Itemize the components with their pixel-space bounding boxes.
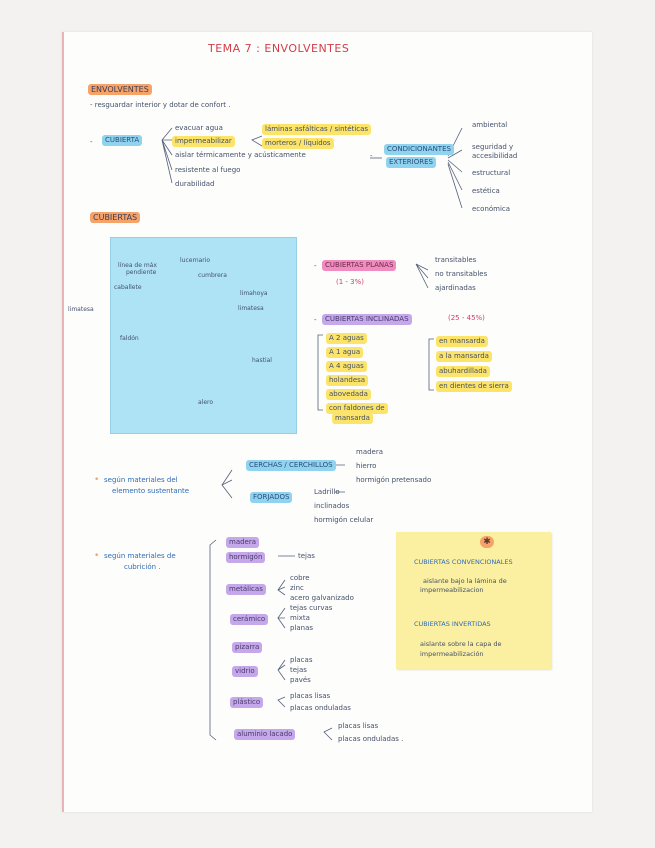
function-impermeabilizar: impermeabilizar [172,136,235,147]
req-ambiental: ambiental [472,121,507,130]
cubricion-metalicas: metálicas [226,584,266,595]
label-caballete: caballete [114,283,142,292]
label-cumbrera: cumbrera [198,271,227,280]
metalicas-zinc: zinc [290,584,304,593]
vidrio-placas: placas [290,656,312,665]
cerchas-madera: madera [356,448,383,457]
sticky-invertidas: CUBIERTAS INVERTIDAS [414,620,491,629]
req-economica: económica [472,205,510,214]
label-linea-max-1: línea de máx [118,262,157,269]
inclinada-a-la-mansarda: a la mansarda [436,351,492,362]
sticky-invertidas-desc-2: impermeabilización [420,650,484,659]
plastico-lisas: placas lisas [290,692,330,701]
forjados-celular: hormigón celular [314,516,373,525]
cubricion-plastico: plástico [230,697,263,708]
cerchas-hierro: hierro [356,462,376,471]
metalicas-cobre: cobre [290,574,310,583]
function-fuego: resistente al fuego [175,166,240,175]
inclinadas-label: CUBIERTAS INCLINADAS [322,314,412,325]
req-seguridad: seguridad y [472,143,513,152]
cubricion-madera: madera [226,537,259,548]
label-limahoya: limahoya [240,289,268,298]
imper-laminas: láminas asfálticas / sintéticas [262,124,371,135]
envolventes-description: - resguardar interior y dotar de confort… [90,101,230,110]
metalicas-acero: acero galvanizado [290,594,354,603]
sticky-invertidas-desc-1: aislante sobre la capa de [420,640,502,649]
page-title: TEMA 7 : ENVOLVENTES [208,42,349,55]
label-linea-max-2: pendiente [126,269,156,276]
inclinadas-range: (25 - 45%) [448,314,485,323]
vidrio-tejas: tejas [290,666,307,675]
inclinada-abuhardillada: abuhardillada [436,366,490,377]
condicionantes-label-1: CONDICIONANTES [384,144,454,155]
cubierta-label: CUBIERTA [102,135,142,146]
function-durabilidad: durabilidad [175,180,215,189]
label-lucernario: lucernario [180,256,210,265]
function-evacuar: evacuar agua [175,124,223,133]
inclinada-1-agua: A 1 agua [326,347,363,358]
ceramico-curvas: tejas curvas [290,604,332,613]
cubricion-ceramico: cerámico [230,614,268,625]
star-icon: ✱ [480,536,494,548]
inclinada-holandesa: holandesa [326,375,368,386]
label-faldon: faldón [120,334,139,343]
condicionantes-label-2: EXTERIORES [386,157,436,168]
cerchas-hormigon: hormigón pretensado [356,476,431,485]
cubricion-label-1: según materiales de [104,552,176,561]
imper-morteros: morteros / líquidos [262,138,334,149]
cubricion-label-2: cubrición . [124,563,161,572]
forjados-inclinados: inclinados [314,502,349,511]
plastico-onduladas: placas onduladas [290,704,351,713]
cubiertas-heading: CUBIERTAS [90,212,140,223]
planas-ajardinadas: ajardinadas [435,284,476,293]
req-estetica: estética [472,187,500,196]
cubricion-aluminio: aluminio lacado [234,729,295,740]
sustentante-label-2: elemento sustentante [112,487,189,496]
label-hastial: hastial [252,356,272,365]
forjados-ladrillo: Ladrillo [314,488,340,497]
req-accesibilidad: accesibilidad [472,152,517,161]
inclinada-4-aguas: A 4 aguas [326,361,367,372]
sticky-convencionales: CUBIERTAS CONVENCIONALES [414,558,513,567]
planas-transitables: transitables [435,256,476,265]
aluminio-lisas: placas lisas [338,722,378,731]
ceramico-mixta: mixta [290,614,310,623]
cubricion-vidrio: vidrio [232,666,258,677]
forjados-label: FORJADOS [250,492,292,503]
inclinada-en-mansarda: en mansarda [436,336,488,347]
function-aislar: aislar térmicamente y acústicamente [175,151,306,160]
label-alero: alero [198,398,213,407]
cubricion-hormigon: hormigón [226,552,265,563]
label-limatesa-right: limatesa [238,304,264,313]
inclinada-abovedada: abovedada [326,389,371,400]
ceramico-planas: planas [290,624,313,633]
cerchas-label: CERCHAS / CERCHILLOS [246,460,336,471]
sustentante-label-1: según materiales del [104,476,178,485]
aluminio-onduladas: placas onduladas . [338,735,403,744]
planas-range: (1 - 3%) [336,278,364,287]
inclinada-2-aguas: A 2 aguas [326,333,367,344]
planas-no-transitables: no transitables [435,270,487,279]
vidrio-paves: pavés [290,676,311,685]
inclinada-mansarda: mansarda [332,413,373,424]
envolventes-heading: ENVOLVENTES [88,84,152,95]
inclinada-dientes-sierra: en dientes de sierra [436,381,512,392]
sticky-convencionales-desc-2: impermeabilizacion [420,586,484,595]
planas-label: CUBIERTAS PLANAS [322,260,396,271]
hormigon-tejas: tejas [298,552,315,561]
label-limatesa: limatesa [68,305,94,314]
req-estructural: estructural [472,169,510,178]
cubricion-pizarra: pizarra [232,642,262,653]
